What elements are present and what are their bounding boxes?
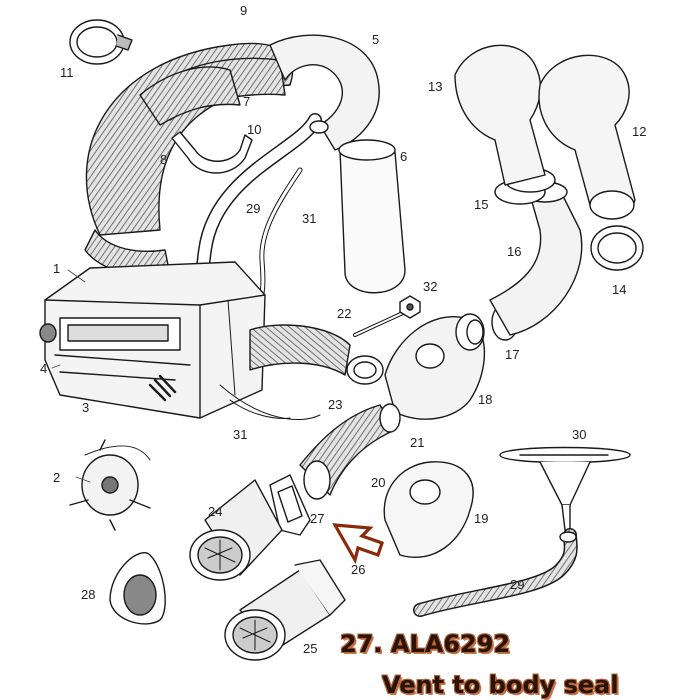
nozzle-12 xyxy=(538,54,636,218)
nut-32 xyxy=(399,295,421,319)
caption-part-number: 27. ALA6292 xyxy=(340,630,511,658)
callout-11: 11 xyxy=(60,65,74,80)
bracket-10 xyxy=(171,131,253,174)
callout-5: 5 xyxy=(372,32,380,47)
callout-2: 2 xyxy=(53,470,61,485)
elbow-5 xyxy=(269,34,380,151)
caption-part-description: Vent to body seal xyxy=(382,671,619,699)
callout-24: 24 xyxy=(208,504,223,519)
callout-3: 3 xyxy=(82,400,90,415)
ring-21 xyxy=(379,403,401,433)
callout-10: 10 xyxy=(247,122,262,137)
callout-7: 7 xyxy=(243,94,251,109)
highlight-arrow xyxy=(332,523,385,565)
callout-16: 16 xyxy=(507,244,522,259)
nozzle-13 xyxy=(454,44,546,186)
bezel-28 xyxy=(109,552,166,625)
t-piece-30 xyxy=(499,446,631,531)
callout-15: 15 xyxy=(474,197,489,212)
vent-24 xyxy=(189,479,283,581)
callout-14: 14 xyxy=(612,282,627,297)
callout-13: 13 xyxy=(428,79,443,94)
callout-12: 12 xyxy=(632,124,647,139)
callout-9: 9 xyxy=(240,3,248,18)
clip-11 xyxy=(69,19,133,65)
vent-25 xyxy=(224,559,346,661)
callout-19: 19 xyxy=(474,511,489,526)
callout-30: 30 xyxy=(572,427,587,442)
callout-25: 25 xyxy=(303,641,318,656)
callout-18: 18 xyxy=(478,392,493,407)
callout-27: 27 xyxy=(310,511,325,526)
callout-31-upper: 31 xyxy=(302,211,317,226)
callout-28: 28 xyxy=(81,587,96,602)
callout-32: 32 xyxy=(423,279,438,294)
callout-31-lower: 31 xyxy=(233,427,248,442)
callout-17: 17 xyxy=(505,347,520,362)
callout-8: 8 xyxy=(160,152,168,167)
callout-23: 23 xyxy=(328,397,343,412)
callout-20: 20 xyxy=(371,475,386,490)
callout-22: 22 xyxy=(337,306,352,321)
callout-29-upper: 29 xyxy=(246,201,261,216)
nozzle-6 xyxy=(339,142,406,294)
motor-2 xyxy=(69,439,151,531)
callout-29-lower: 29 xyxy=(510,577,525,592)
callout-26: 26 xyxy=(351,562,366,577)
callout-1: 1 xyxy=(53,261,61,276)
heater-box-3 xyxy=(39,261,266,419)
callout-21: 21 xyxy=(410,435,425,450)
elbow-19 xyxy=(383,461,474,558)
callout-6: 6 xyxy=(400,149,408,164)
hose-section-7 xyxy=(139,66,241,126)
callout-4: 4 xyxy=(40,361,48,376)
elbow-16 xyxy=(489,189,583,336)
hose-23 xyxy=(249,324,351,376)
